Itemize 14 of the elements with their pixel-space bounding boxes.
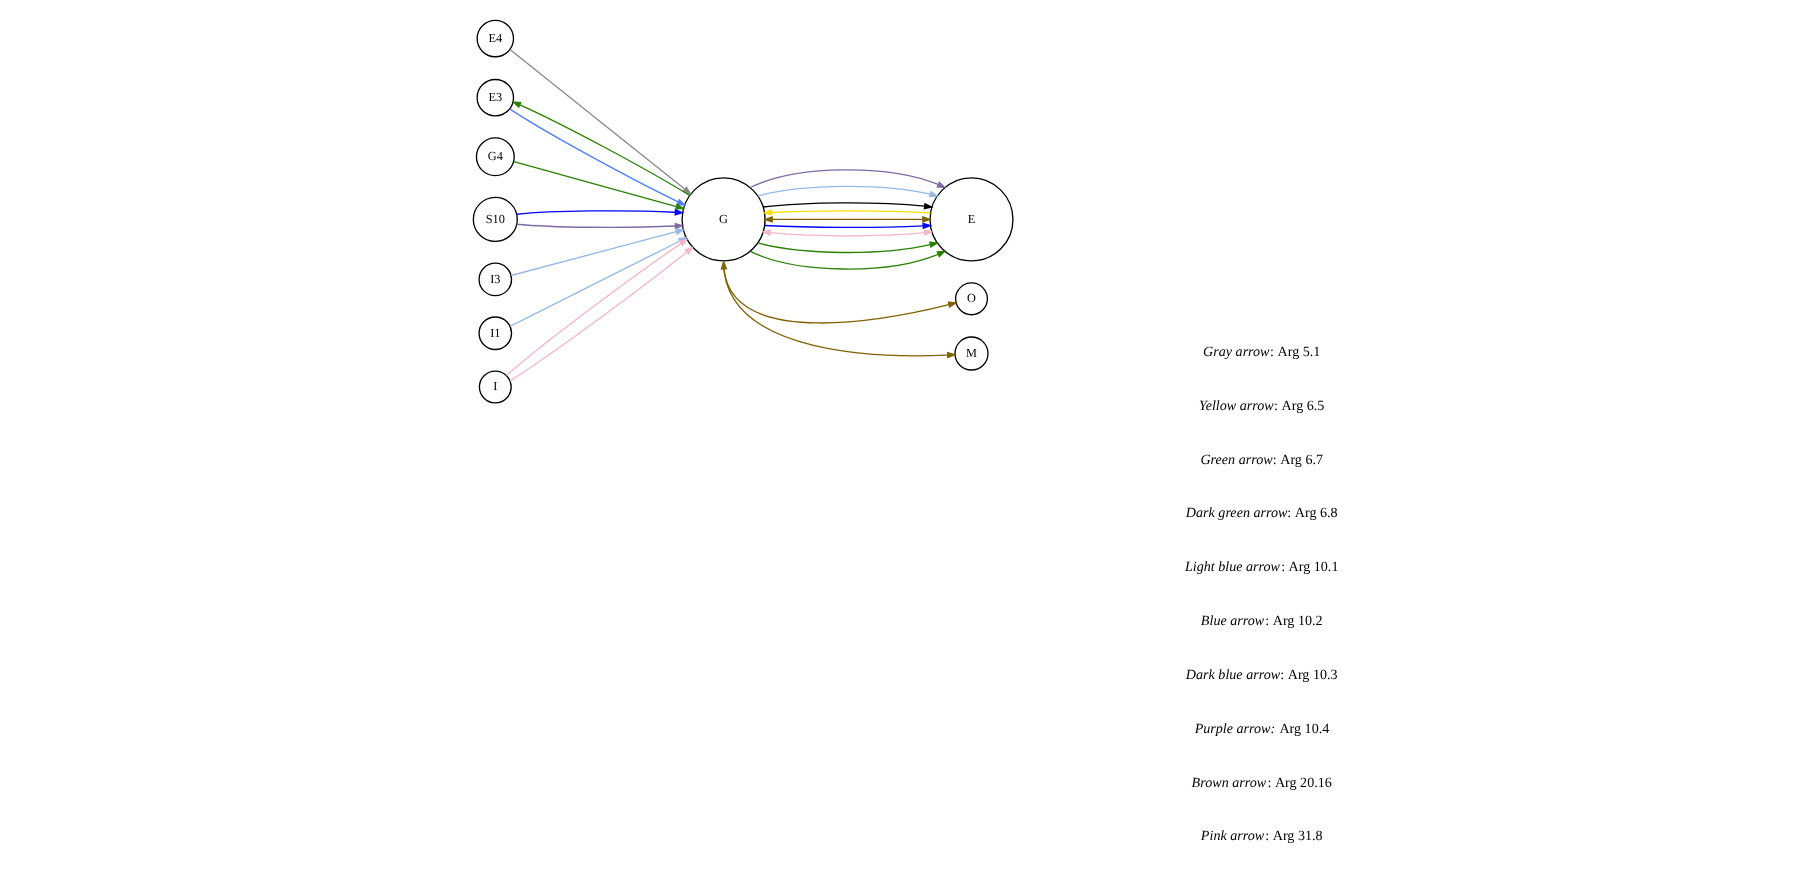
arrow xyxy=(761,209,931,216)
arrow xyxy=(748,169,946,189)
arrow xyxy=(761,202,933,210)
arrow xyxy=(763,222,932,230)
arrow xyxy=(515,222,684,230)
arrow xyxy=(760,229,933,237)
arrow xyxy=(512,161,685,210)
arrow xyxy=(509,228,685,277)
arrow xyxy=(515,208,684,216)
arrow xyxy=(756,241,939,254)
arrow xyxy=(508,48,692,195)
arrow xyxy=(748,250,946,270)
arrow xyxy=(762,216,931,223)
arrow xyxy=(756,185,939,198)
